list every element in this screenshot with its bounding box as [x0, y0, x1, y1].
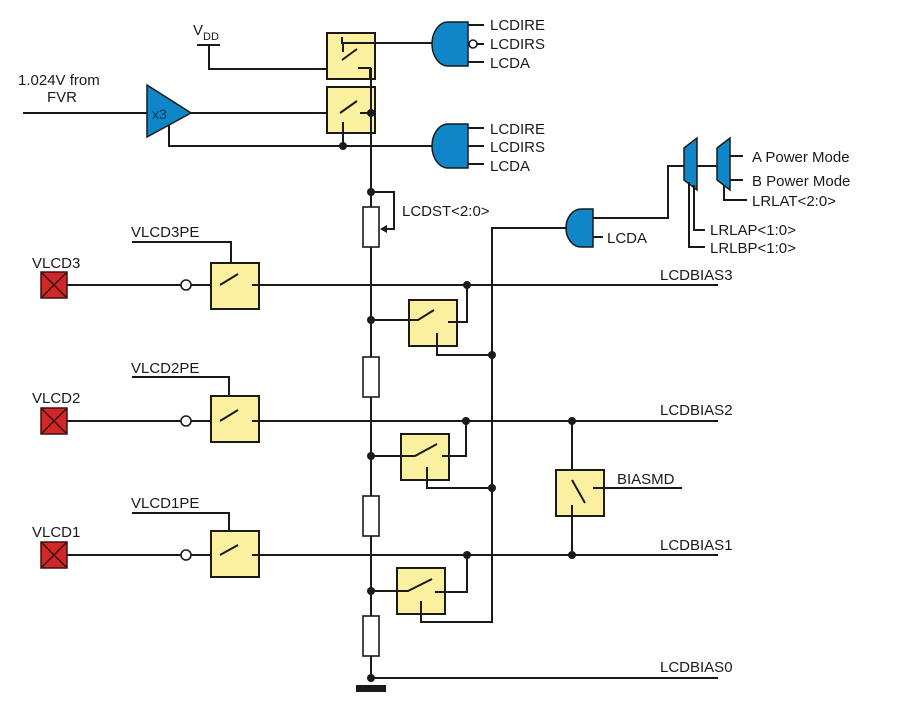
lcdbias0-row: LCDBIAS0 — [371, 659, 733, 679]
contrast-potentiometer-icon — [362, 206, 380, 248]
fvr-label-line2: FVR — [47, 89, 77, 106]
biasmd-switch: BIASMD — [555, 421, 682, 551]
mux-icon — [716, 136, 731, 192]
vdd-label-sub: DD — [203, 31, 219, 43]
gate-top-input-1: LCDIRE — [490, 17, 545, 34]
resistor-icon — [362, 356, 380, 398]
vlcd3-pin-label: VLCD3 — [32, 255, 80, 272]
ground-icon — [356, 685, 386, 692]
gate-top-input-3: LCDA — [490, 55, 530, 72]
x3-amplifier: x3 — [146, 83, 435, 147]
and-gate-icon — [565, 208, 594, 248]
amplifier-gain-label: x3 — [152, 106, 167, 122]
resistor-ladder: LCDST<2:0> — [356, 68, 490, 692]
and-gate-icon — [431, 21, 469, 67]
vlcd2-enable-label: VLCD2PE — [131, 360, 199, 377]
vlcd2-row: VLCD2 VLCD2PE LCDBIAS2 — [32, 360, 733, 492]
lcdbias1-label: LCDBIAS1 — [660, 537, 733, 554]
and-gate-lcda: LCDA — [491, 165, 684, 610]
gate-lcda-input: LCDA — [607, 230, 647, 247]
vdd-switch — [326, 32, 435, 80]
biasmd-label: BIASMD — [617, 471, 675, 488]
inverter-bubble-icon — [468, 39, 478, 49]
vlcd1-pin-label: VLCD1 — [32, 524, 80, 541]
gate-mid-input-3: LCDA — [490, 158, 530, 175]
mux-select-a: LRLAP<1:0> — [710, 222, 796, 239]
vdd-supply: V DD — [193, 22, 345, 70]
gate-mid-input-2: LCDIRS — [490, 139, 545, 156]
mux-input-b: B Power Mode — [752, 173, 850, 190]
vlcd1-row: VLCD1 VLCD1PE LCDBIAS1 — [32, 495, 733, 623]
mux-icon — [683, 136, 698, 192]
contrast-label: LCDST<2:0> — [402, 203, 490, 220]
and-gate-mid: LCDIRE LCDIRS LCDA — [431, 121, 545, 175]
lcdbias2-label: LCDBIAS2 — [660, 402, 733, 419]
mux-select-outer: LRLAT<2:0> — [752, 193, 836, 210]
mux-select-b: LRLBP<1:0> — [710, 240, 796, 257]
lcdbias3-label: LCDBIAS3 — [660, 267, 733, 284]
gate-top-input-2: LCDIRS — [490, 36, 545, 53]
vlcd3-enable-label: VLCD3PE — [131, 224, 199, 241]
vlcd1-enable-label: VLCD1PE — [131, 495, 199, 512]
lcdbias0-label: LCDBIAS0 — [660, 659, 733, 676]
vlcd3-row: VLCD3 VLCD3PE LCDBIAS3 — [32, 224, 733, 359]
resistor-icon — [362, 495, 380, 537]
and-gate-icon — [431, 123, 469, 169]
fvr-reference: 1.024V from FVR — [18, 72, 147, 114]
fvr-label-line1: 1.024V from — [18, 72, 100, 89]
vlcd2-pin-label: VLCD2 — [32, 390, 80, 407]
vdd-label: V — [193, 22, 203, 39]
amp-switch — [326, 86, 376, 150]
resistor-icon — [362, 615, 380, 657]
power-mode-mux: A Power Mode B Power Mode LRLAT<2:0> LRL… — [683, 136, 850, 257]
mux-input-a: A Power Mode — [752, 149, 850, 166]
and-gate-top: LCDIRE LCDIRS LCDA — [431, 17, 545, 72]
gate-mid-input-1: LCDIRE — [490, 121, 545, 138]
